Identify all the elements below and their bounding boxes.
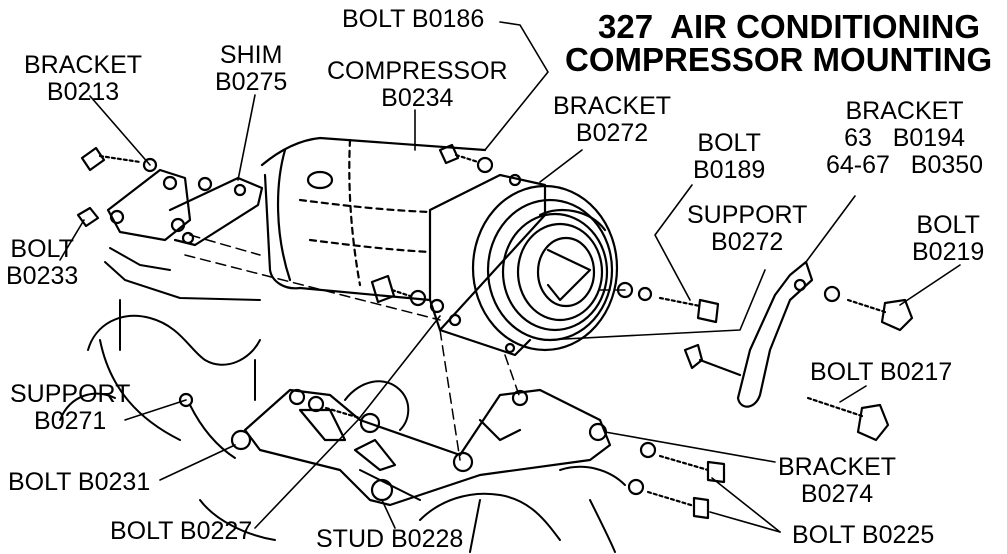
label-bracket-b0272: BRACKET B0272: [553, 92, 672, 147]
title-line-2: COMPRESSOR MOUNTING: [565, 41, 993, 78]
label-bolt-b0217: BOLT B0217: [810, 358, 953, 386]
diagram-title: 327 AIR CONDITIONING: [598, 10, 980, 43]
bracket-b0194-drawing: [683, 260, 814, 408]
label-shim-b0275: SHIM B0275: [215, 41, 288, 96]
label-bracket-b0274: BRACKET B0274: [778, 453, 897, 508]
label-bolt-b0219: BOLT B0219: [912, 211, 985, 266]
alignment-lines: [184, 234, 626, 461]
label-bolt-b0225: BOLT B0225: [792, 521, 935, 549]
bolt-b0219-drawing: [823, 285, 914, 332]
bracket-b0213-drawing: [76, 146, 264, 247]
label-bolt-b0231: BOLT B0231: [8, 468, 151, 496]
label-bracket-b0213: BRACKET B0213: [24, 51, 143, 106]
bolt-b0217-drawing: [806, 396, 890, 442]
compressor-body: [260, 136, 619, 357]
label-bolt-b0186: BOLT B0186: [342, 5, 485, 33]
label-support-b0272: SUPPORT B0272: [687, 201, 808, 256]
bolt-b0233-drawing: [370, 274, 445, 314]
bolt-b0186-drawing: [438, 143, 494, 174]
label-bolt-b0227: BOLT B0227: [110, 517, 253, 545]
label-support-b0271: SUPPORT B0271: [10, 380, 131, 435]
lower-bolts-drawing: [307, 395, 726, 520]
label-bolt-b0189: BOLT B0189: [693, 129, 766, 184]
diagram-title-line-2: COMPRESSOR MOUNTING: [565, 43, 992, 76]
label-bracket-b0194-b0350: BRACKET 63 B0194 64-67 B0350: [826, 97, 984, 179]
label-bolt-b0233: BOLT B0233: [6, 235, 79, 290]
engine-block-outline: [59, 247, 626, 553]
label-compressor-b0234: COMPRESSOR B0234: [327, 57, 508, 112]
title-line-1: 327 AIR CONDITIONING: [598, 8, 980, 45]
bolt-b0189-drawing: [616, 281, 720, 324]
leader-lines: [59, 21, 961, 533]
label-stud-b0228: STUD B0228: [316, 525, 464, 553]
